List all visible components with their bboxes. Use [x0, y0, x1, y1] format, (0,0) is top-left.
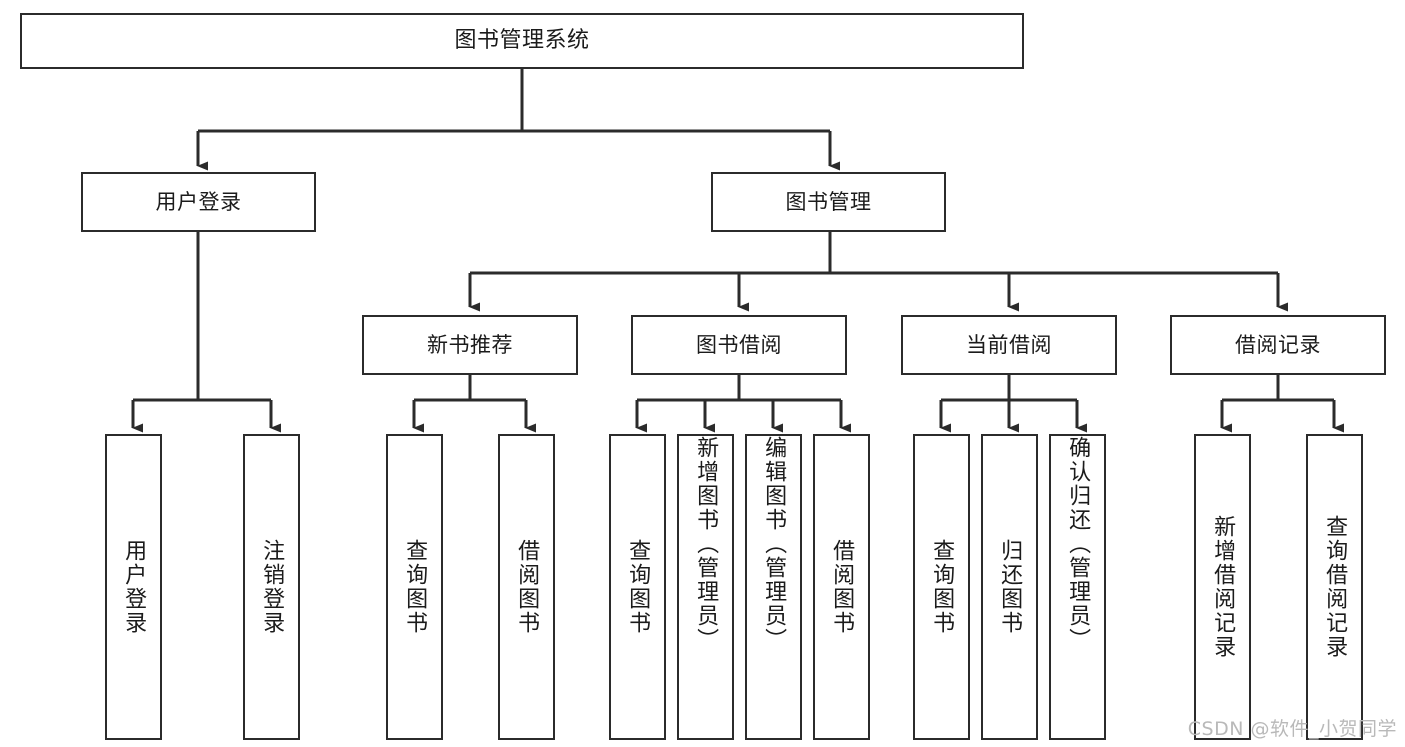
node-label: 新增图书（管理员） — [693, 436, 719, 652]
leaf-user-login-signin[interactable]: 用户登录 — [105, 434, 162, 740]
leaf-current-borrow-return[interactable]: 归还图书 — [981, 434, 1038, 740]
leaf-book-borrow-add[interactable]: 新增图书（管理员） — [677, 434, 734, 740]
node-label: 借阅记录 — [1235, 332, 1321, 357]
node-label: 借阅图书 — [514, 539, 540, 635]
leaf-new-book-borrow[interactable]: 借阅图书 — [498, 434, 555, 740]
node-label: 借阅图书 — [829, 539, 855, 635]
leaf-borrow-record-query[interactable]: 查询借阅记录 — [1306, 434, 1363, 740]
node-label: 查询图书 — [929, 539, 955, 635]
node-label: 确认归还（管理员） — [1065, 436, 1091, 652]
node-label: 图书借阅 — [696, 332, 782, 357]
node-label: 归还图书 — [997, 539, 1023, 635]
node-label: 用户登录 — [121, 539, 147, 635]
csdn-watermark: CSDN @软件_小贺同学 — [1187, 718, 1397, 740]
node-label: 新书推荐 — [427, 332, 513, 357]
node-label: 当前借阅 — [966, 332, 1052, 357]
leaf-book-borrow-query[interactable]: 查询图书 — [609, 434, 666, 740]
node-user-login[interactable]: 用户登录 — [81, 172, 316, 232]
leaf-borrow-record-add[interactable]: 新增借阅记录 — [1194, 434, 1251, 740]
leaf-current-borrow-query[interactable]: 查询图书 — [913, 434, 970, 740]
node-label: 图书管理系统 — [454, 28, 590, 54]
node-label: 查询借阅记录 — [1322, 515, 1348, 659]
node-book-management[interactable]: 图书管理 — [711, 172, 946, 232]
leaf-book-borrow-edit[interactable]: 编辑图书（管理员） — [745, 434, 802, 740]
node-label: 用户登录 — [155, 189, 242, 214]
node-label: 注销登录 — [259, 539, 285, 635]
node-borrow-record[interactable]: 借阅记录 — [1170, 315, 1386, 375]
leaf-current-borrow-confirm-return[interactable]: 确认归还（管理员） — [1049, 434, 1106, 740]
node-label: 图书管理 — [785, 189, 872, 214]
node-label: 编辑图书（管理员） — [761, 436, 787, 652]
node-root-book-management-system[interactable]: 图书管理系统 — [20, 13, 1024, 69]
leaf-book-borrow-borrow[interactable]: 借阅图书 — [813, 434, 870, 740]
node-new-book-recommend[interactable]: 新书推荐 — [362, 315, 578, 375]
node-book-borrow[interactable]: 图书借阅 — [631, 315, 847, 375]
node-label: 查询图书 — [625, 539, 651, 635]
node-current-borrow[interactable]: 当前借阅 — [901, 315, 1117, 375]
leaf-new-book-query[interactable]: 查询图书 — [386, 434, 443, 740]
leaf-user-login-signout[interactable]: 注销登录 — [243, 434, 300, 740]
node-label: 查询图书 — [402, 539, 428, 635]
node-label: 新增借阅记录 — [1210, 515, 1236, 659]
